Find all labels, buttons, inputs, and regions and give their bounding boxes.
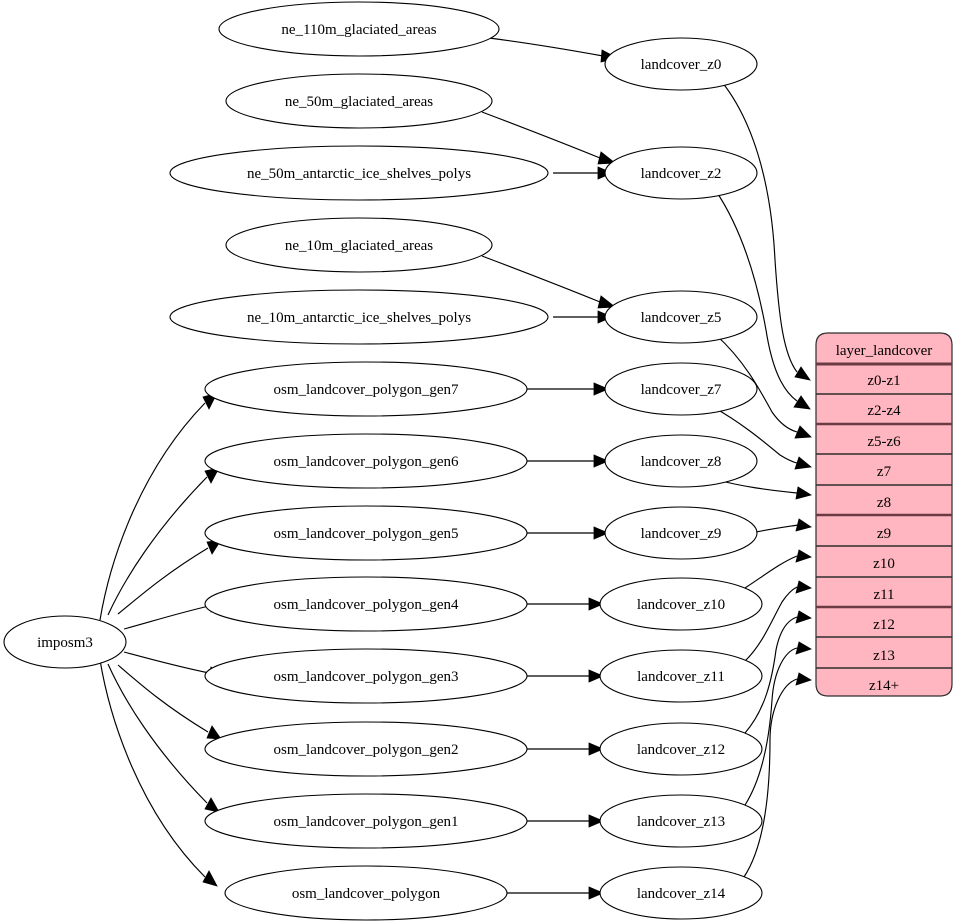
node-landcover_z11[interactable]: landcover_z11 (599, 649, 763, 703)
table-row-z10[interactable]: z10 (873, 556, 895, 572)
table-row-z9[interactable]: z9 (877, 526, 891, 542)
node-osm_landcover_polygon_gen5[interactable]: osm_landcover_polygon_gen5 (204, 505, 528, 561)
node-label: ne_10m_glaciated_areas (285, 238, 433, 254)
node-landcover_z14[interactable]: landcover_z14 (599, 866, 763, 920)
node-ne_10m_antarctic_ice_shelves_polys[interactable]: ne_10m_antarctic_ice_shelves_polys (169, 289, 549, 345)
node-label: osm_landcover_polygon_gen3 (274, 669, 459, 685)
node-label: landcover_z0 (641, 57, 722, 73)
node-landcover_z5[interactable]: landcover_z5 (604, 290, 758, 344)
node-ne_110m_glaciated_areas[interactable]: ne_110m_glaciated_areas (218, 1, 500, 57)
node-ne_10m_glaciated_areas[interactable]: ne_10m_glaciated_areas (225, 217, 493, 273)
node-label: landcover_z9 (641, 526, 722, 542)
node-label: landcover_z5 (641, 310, 722, 326)
node-label: landcover_z14 (637, 886, 726, 902)
node-landcover_z0[interactable]: landcover_z0 (604, 37, 758, 91)
node-label: osm_landcover_polygon (292, 886, 441, 902)
node-label: landcover_z8 (641, 454, 722, 470)
node-label: osm_landcover_polygon_gen7 (274, 382, 459, 398)
node-landcover_z10[interactable]: landcover_z10 (599, 577, 763, 631)
node-ne_50m_antarctic_ice_shelves_polys[interactable]: ne_50m_antarctic_ice_shelves_polys (169, 145, 549, 201)
table-row-z5-z6[interactable]: z5-z6 (867, 434, 901, 450)
node-label: osm_landcover_polygon_gen6 (274, 454, 459, 470)
node-osm_landcover_polygon_gen7[interactable]: osm_landcover_polygon_gen7 (204, 361, 528, 417)
node-landcover_z8[interactable]: landcover_z8 (604, 434, 758, 488)
node-osm_landcover_polygon_gen4[interactable]: osm_landcover_polygon_gen4 (204, 576, 528, 632)
node-label: landcover_z10 (637, 597, 725, 613)
node-label: osm_landcover_polygon_gen5 (274, 526, 459, 542)
node-osm_landcover_polygon_gen6[interactable]: osm_landcover_polygon_gen6 (204, 433, 528, 489)
table-row-z12[interactable]: z12 (873, 617, 895, 633)
node-landcover_z9[interactable]: landcover_z9 (604, 506, 758, 560)
node-label: landcover_z13 (637, 814, 725, 830)
table-row-z7[interactable]: z7 (877, 464, 892, 480)
node-label: landcover_z12 (637, 742, 725, 758)
table-row-z0-z1[interactable]: z0-z1 (867, 373, 900, 389)
node-label: landcover_z7 (641, 382, 722, 398)
node-ne_50m_glaciated_areas[interactable]: ne_50m_glaciated_areas (225, 73, 493, 129)
table-row-z13[interactable]: z13 (873, 648, 895, 664)
table-row-z11[interactable]: z11 (873, 587, 894, 603)
node-imposm3[interactable]: imposm3 (3, 615, 127, 669)
node-label: imposm3 (37, 635, 93, 651)
node-landcover_z2[interactable]: landcover_z2 (604, 146, 758, 200)
node-label: ne_50m_antarctic_ice_shelves_polys (247, 166, 471, 182)
node-landcover_z12[interactable]: landcover_z12 (599, 722, 763, 776)
node-label: ne_110m_glaciated_areas (281, 22, 436, 38)
layer-landcover-table[interactable]: layer_landcover z0-z1 z2-z4 z5-z6 z7 z8 … (815, 332, 953, 697)
node-label: osm_landcover_polygon_gen2 (274, 742, 459, 758)
node-landcover_z13[interactable]: landcover_z13 (599, 794, 763, 848)
node-osm_landcover_polygon_gen3[interactable]: osm_landcover_polygon_gen3 (204, 648, 528, 704)
node-label: ne_10m_antarctic_ice_shelves_polys (247, 310, 471, 326)
node-osm_landcover_polygon_gen2[interactable]: osm_landcover_polygon_gen2 (204, 721, 528, 777)
node-label: landcover_z11 (637, 669, 725, 685)
node-osm_landcover_polygon[interactable]: osm_landcover_polygon (224, 865, 508, 921)
table-row-z2-z4[interactable]: z2-z4 (867, 403, 901, 419)
node-label: osm_landcover_polygon_gen4 (274, 597, 459, 613)
table-header-label: layer_landcover (836, 343, 933, 359)
table-row-z14plus[interactable]: z14+ (869, 678, 899, 694)
node-label: landcover_z2 (641, 166, 722, 182)
node-label: ne_50m_glaciated_areas (285, 94, 433, 110)
node-label: osm_landcover_polygon_gen1 (274, 814, 459, 830)
node-landcover_z7[interactable]: landcover_z7 (604, 362, 758, 416)
node-osm_landcover_polygon_gen1[interactable]: osm_landcover_polygon_gen1 (204, 793, 528, 849)
table-row-z8[interactable]: z8 (877, 495, 891, 511)
